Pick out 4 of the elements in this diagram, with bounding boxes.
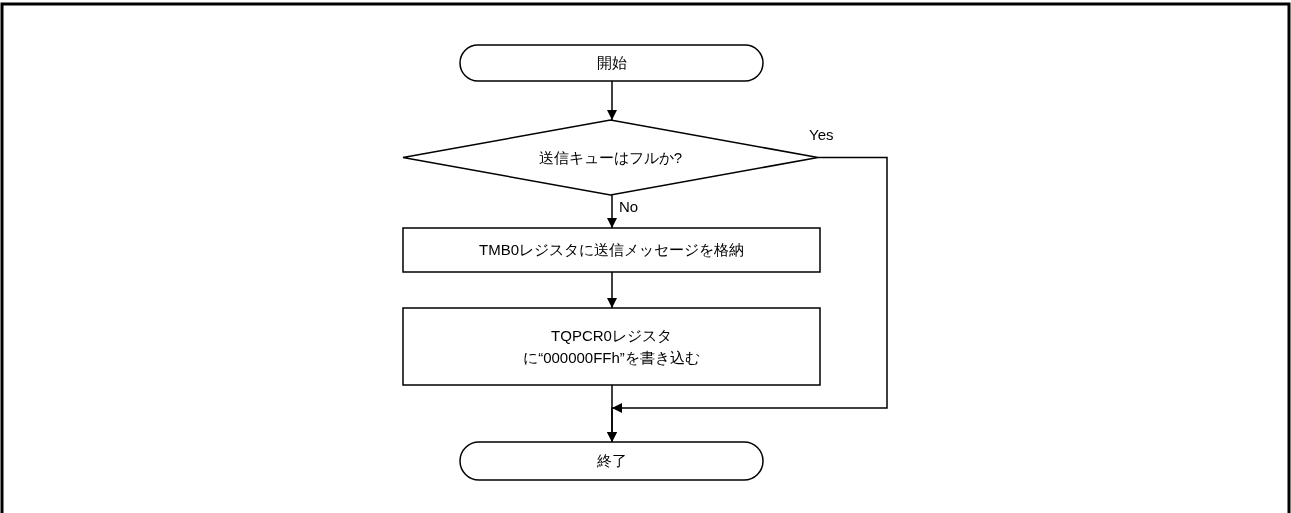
terminal-box: 終了 (460, 442, 763, 480)
process-box: TQPCR0レジスタに“000000FFh”を書き込む (403, 308, 820, 385)
process-box: TMB0レジスタに送信メッセージを格納 (403, 228, 820, 272)
terminal-box: 開始 (460, 45, 763, 81)
